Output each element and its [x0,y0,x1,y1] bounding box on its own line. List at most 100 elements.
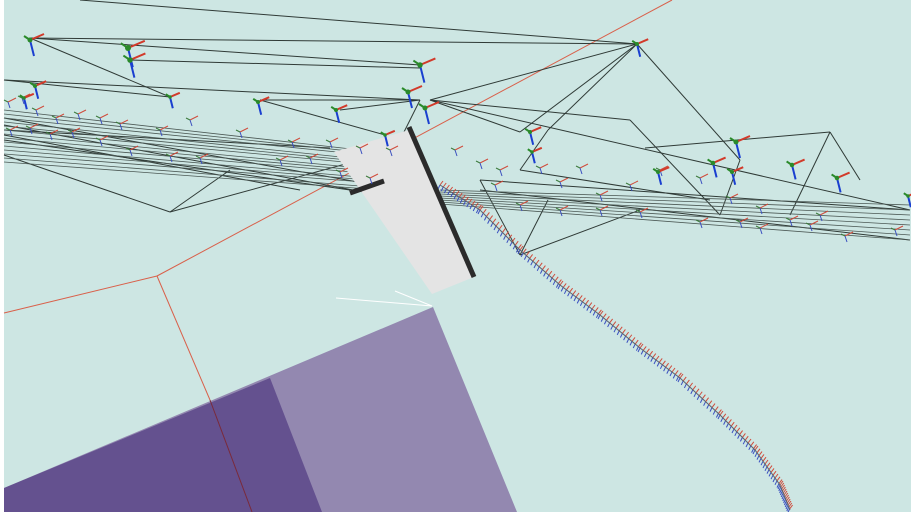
small-frame-x-axis [718,409,722,414]
keyframe-x-axis [739,217,749,223]
coordinate-axes-icon[interactable] [726,166,744,186]
frame-x-axis [636,38,649,45]
frame-z-axis [836,177,842,193]
pose-graph-edge [3,145,361,178]
small-frame-x-axis [449,186,454,192]
small-frame-x-axis [489,215,494,220]
pose-graph-edge [3,154,171,213]
coordinate-axes-icon[interactable] [786,158,805,180]
small-frame-z-axis [523,255,527,260]
coordinate-axes-icon[interactable] [707,156,726,178]
small-frame-x-axis [756,448,761,454]
frame-x-axis [712,156,726,164]
keyframe-x-axis [559,205,569,211]
small-frame-x-axis [529,254,533,259]
small-frame-z-axis [560,287,564,292]
small-frame-x-axis [545,268,549,273]
small-frame-z-axis [637,347,641,353]
keyframe-x-axis [49,129,59,135]
pose-graph-edge [429,99,631,121]
keyframe-z-axis [809,224,813,232]
keyframe-z-axis [21,97,25,105]
pose-graph-edge [3,141,377,175]
keyframe-y-axis [625,182,631,186]
small-frame-z-axis [600,317,604,322]
small-frame-x-axis [787,500,792,506]
coordinate-axes-icon[interactable] [29,80,47,100]
pose-graph-edge [129,59,421,69]
coordinate-axes-icon[interactable] [831,171,850,193]
calibration-board-surface[interactable] [334,130,474,294]
coordinate-axes-icon[interactable] [380,129,396,147]
keyframe-z-axis [599,209,603,217]
small-frame-x-axis [753,444,757,449]
pose-graph-edge [169,169,231,213]
small-frame-x-axis [744,435,749,441]
small-frame-z-axis [506,238,510,244]
frame-z-axis [419,64,426,83]
coordinate-axes-icon[interactable] [165,91,181,109]
coordinate-axes-icon[interactable] [729,135,751,159]
viewport-left-border [0,0,4,512]
small-frame-z-axis [725,423,729,428]
coordinate-axes-icon[interactable] [23,33,45,57]
frame-z-axis [424,107,430,125]
coordinate-axes-icon[interactable] [652,166,670,186]
small-frame-z-axis [530,260,534,266]
small-frame-z-axis [783,500,787,506]
keyframe-y-axis [155,127,161,131]
keyframe-y-axis [125,147,131,151]
keyframe-x-axis [519,200,529,206]
keyframe-x-axis [759,223,769,229]
keyframe-x-axis [77,109,87,115]
keyframe-y-axis [31,107,37,111]
keyframe-y-axis [335,169,341,173]
calibration-board[interactable] [334,126,477,294]
coordinate-axes-icon[interactable] [631,38,649,58]
keyframe-z-axis [189,119,193,127]
small-frame-x-axis [665,362,669,368]
small-frame-x-axis [782,486,786,492]
frame-origin [383,133,387,137]
small-frame-x-axis [739,430,743,435]
small-frame-x-axis [471,200,476,206]
coordinate-axes-icon[interactable] [418,101,440,125]
coordinate-axes-icon[interactable] [19,92,35,110]
pose-graph-edge [429,99,911,211]
small-frame-x-axis [686,379,690,385]
keyframe-z-axis [309,157,313,165]
keyframe-y-axis [185,117,191,121]
small-frame-x-axis [599,310,604,316]
pose-graph-edge [3,124,381,196]
coordinate-axes-icon[interactable] [252,96,270,116]
small-frame-x-axis [788,502,793,508]
small-frame-z-axis [776,483,780,488]
small-frame-x-axis [764,459,769,465]
small-frame-z-axis [760,460,764,466]
pose-graph-edge [3,137,369,172]
keyframe-x-axis [659,165,669,171]
small-frame-x-axis [789,504,793,510]
frame-origin [733,139,739,145]
frame-origin [417,62,423,68]
coordinate-axes-icon[interactable] [903,192,911,208]
small-frame-x-axis [532,256,537,262]
coordinate-axes-icon[interactable] [524,126,542,146]
small-frame-z-axis [666,369,670,374]
keyframe-y-axis [235,129,241,133]
small-frame-x-axis [631,337,636,342]
keyframe-x-axis [729,193,739,199]
frame-x-axis [257,96,270,103]
coordinate-axes-icon[interactable] [412,57,436,83]
keyframe-z-axis [99,117,103,125]
keyframe-y-axis [450,147,456,151]
frame-origin [789,162,795,168]
pose-graph-edge [439,203,911,241]
coordinate-axes-icon[interactable] [122,52,146,78]
coordinate-axes-icon[interactable] [330,104,348,124]
coordinate-axes-icon[interactable] [527,146,543,164]
coordinate-axes-icon[interactable] [401,85,423,109]
pose-graph-edge [439,201,911,236]
